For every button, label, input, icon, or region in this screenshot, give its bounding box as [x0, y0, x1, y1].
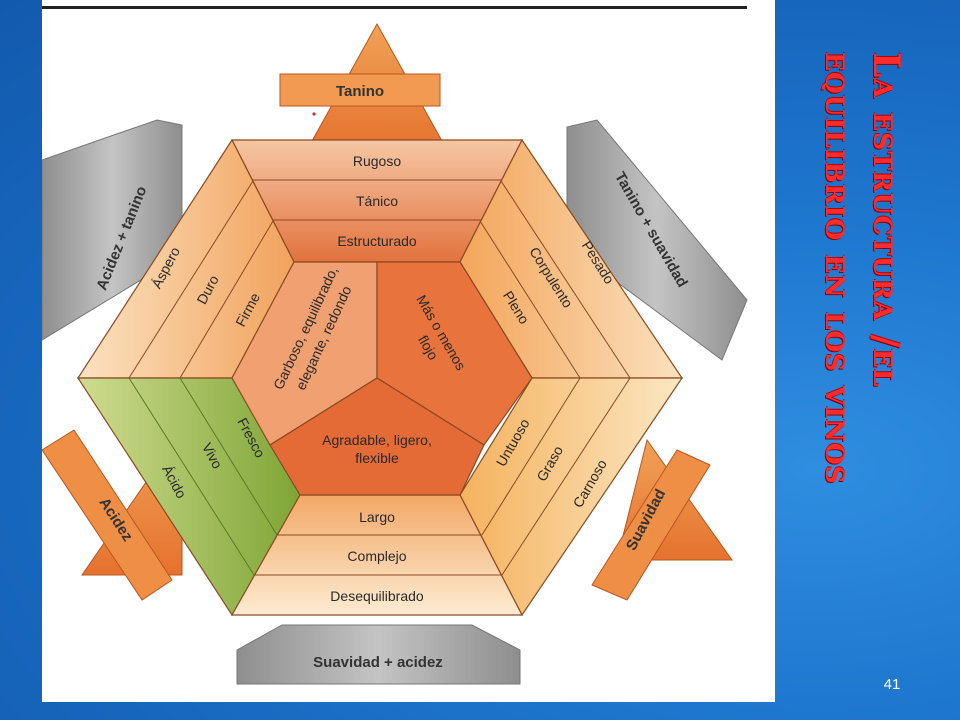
slide-title: La estructura /el equilibrio en los vino… — [790, 52, 910, 627]
suavidad-arrow: Suavidad — [591, 438, 733, 601]
suavidad-acidez-arrow: Suavidad + acidez — [236, 624, 521, 685]
dot-mark — [312, 112, 316, 116]
slide-number: 41 — [883, 676, 901, 693]
band-label: Estructurado — [337, 233, 417, 249]
band-label: Desequilibrado — [330, 588, 424, 604]
tanino-label: Tanino — [336, 83, 384, 100]
top-rule — [42, 6, 747, 9]
band-label: Largo — [359, 509, 395, 525]
slide-title-line-2: equilibrio en los vinos — [817, 52, 859, 485]
wine-structure-diagram: Acidez + tanino Tanino + suavidad Tanino… — [42, 22, 748, 685]
suavidad-acidez-label: Suavidad + acidez — [313, 654, 443, 671]
band-label: Rugoso — [353, 153, 401, 169]
center-bottom-label-2: flexible — [355, 450, 399, 466]
band-label: Complejo — [347, 548, 406, 564]
slide-title-line-1: La estructura /el — [865, 52, 907, 388]
band-label: Tánico — [356, 193, 398, 209]
tanino-arrow: Tanino — [279, 22, 448, 151]
center-bottom-label-1: Agradable, ligero, — [322, 432, 432, 448]
center-hexagon — [231, 261, 533, 496]
diagram-panel: Acidez + tanino Tanino + suavidad Tanino… — [42, 0, 775, 702]
center-bottom — [269, 377, 485, 496]
acidez-tanino-arrow: Acidez + tanino — [42, 119, 183, 341]
center-right — [376, 261, 533, 446]
tanino-suavidad-arrow: Tanino + suavidad — [566, 119, 748, 361]
